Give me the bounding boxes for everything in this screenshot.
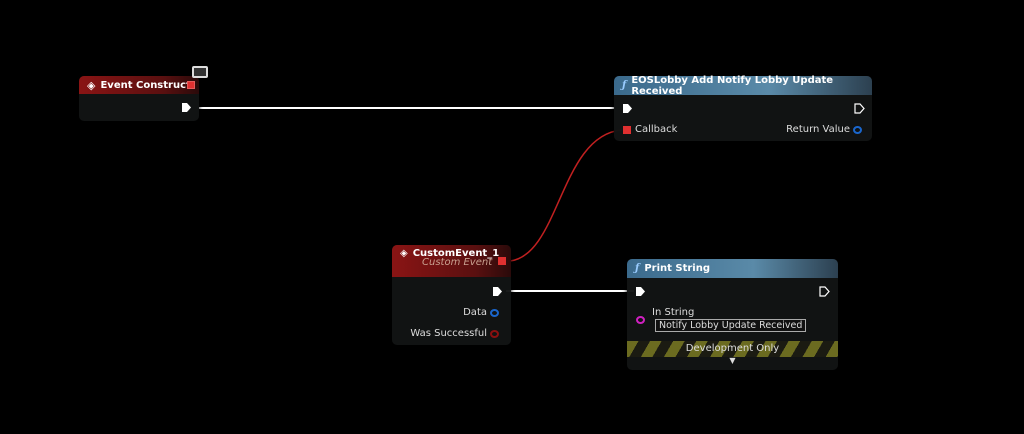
delegate-pin[interactable] [187, 81, 195, 89]
exec-out-pin[interactable] [181, 102, 192, 113]
node-title: EOSLobby Add Notify Lobby Update Receive… [631, 74, 834, 97]
exec-out-pin[interactable] [819, 286, 830, 297]
return-value-pin[interactable] [853, 126, 862, 134]
node-title: Print String [644, 263, 711, 274]
client-monitor-icon [192, 66, 208, 78]
custom-event-node[interactable]: ◈ CustomEvent_1 Custom Event Data Was Suc… [392, 245, 511, 345]
in-string-input[interactable]: Notify Lobby Update Received [655, 319, 807, 332]
function-icon: ƒ [622, 80, 627, 91]
node-title: Event Construct [100, 79, 191, 91]
print-string-node[interactable]: ƒ Print String In String Notify Lobby Upd… [627, 259, 838, 370]
delegate-pin[interactable] [498, 257, 506, 265]
return-value-label: Return Value [786, 124, 850, 135]
in-string-label: In String [652, 307, 695, 318]
event-construct-node[interactable]: ◈ Event Construct [79, 66, 208, 121]
data-pin[interactable] [490, 309, 499, 317]
was-successful-label: Was Successful [410, 328, 487, 339]
callback-pin[interactable] [623, 126, 631, 134]
event-diamond-icon: ◈ [87, 78, 96, 92]
callback-label: Callback [635, 124, 678, 135]
event-diamond-icon: ◈ [400, 248, 408, 259]
exec-out-pin[interactable] [492, 286, 503, 297]
function-icon: ƒ [635, 263, 640, 274]
node-subtitle: Custom Event [422, 257, 493, 268]
in-string-pin[interactable] [636, 316, 645, 324]
data-label: Data [463, 307, 487, 318]
exec-in-pin[interactable] [622, 103, 633, 114]
expand-arrow-icon[interactable]: ▼ [729, 356, 736, 365]
exec-in-pin[interactable] [635, 286, 646, 297]
was-successful-pin[interactable] [490, 330, 499, 338]
exec-out-pin[interactable] [854, 103, 865, 114]
node-title: CustomEvent_1 [412, 248, 500, 259]
development-only-label: Development Only [685, 343, 780, 354]
development-only-banner [627, 341, 838, 357]
delegate-wire [509, 129, 623, 262]
eos-lobby-add-notify-node[interactable]: ƒ EOSLobby Add Notify Lobby Update Receiv… [614, 74, 872, 141]
